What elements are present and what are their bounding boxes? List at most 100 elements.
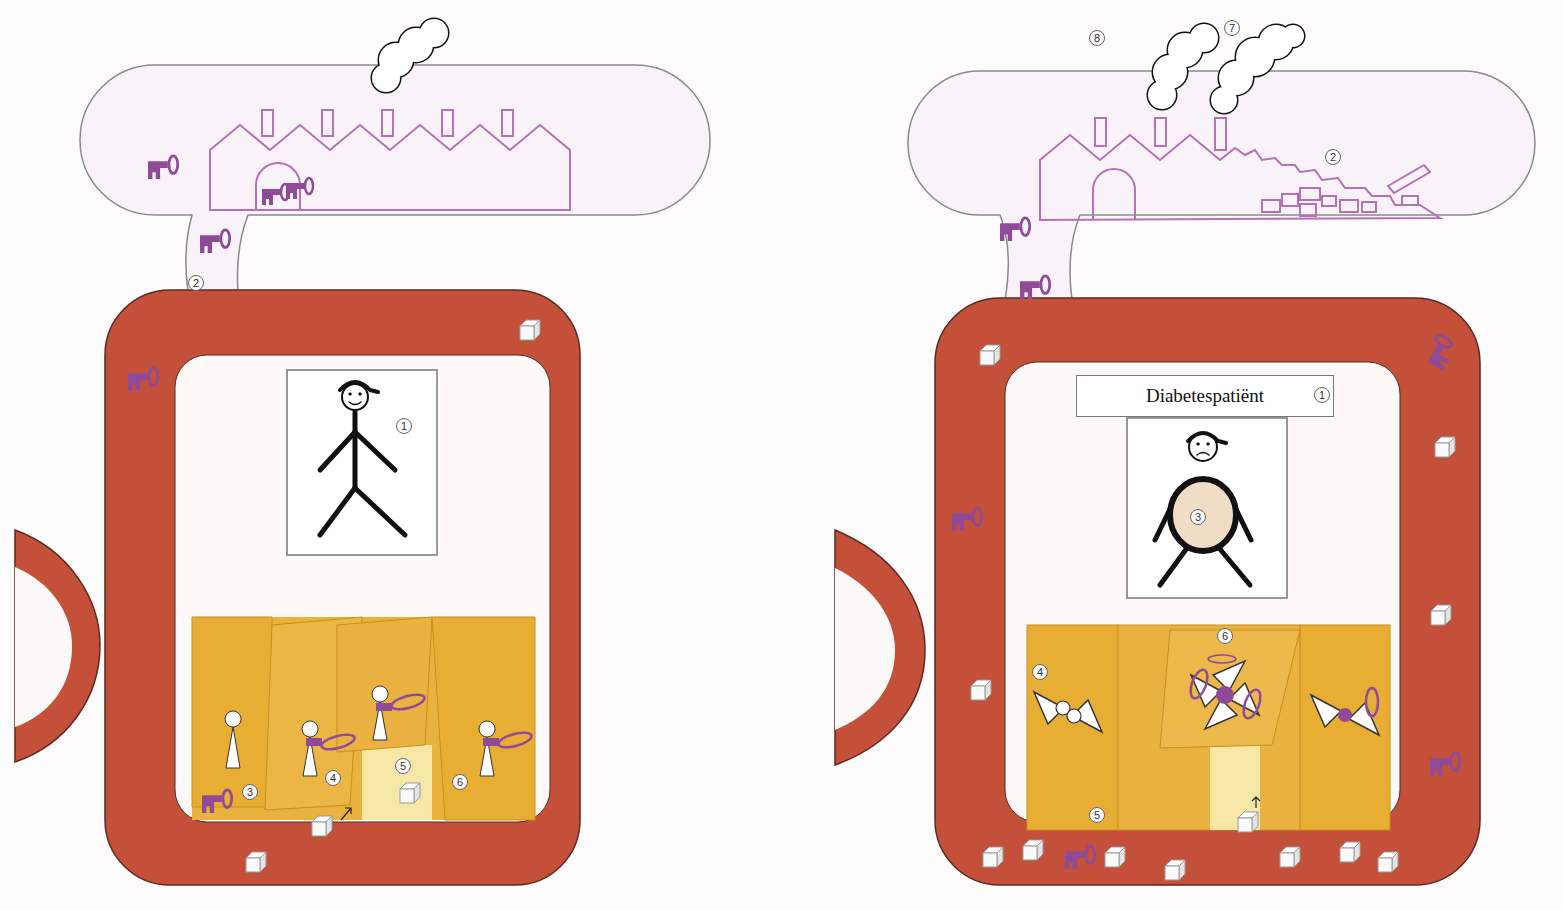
- factory-outline: [210, 125, 570, 210]
- rubble: [1300, 188, 1320, 200]
- key-body: [483, 738, 499, 746]
- insulin-key: [952, 508, 982, 531]
- insulin-key: [200, 230, 230, 253]
- key-bow: [497, 730, 533, 750]
- callout-number: 2: [188, 275, 204, 291]
- key-bow: [390, 692, 426, 712]
- person-frame: [287, 370, 437, 555]
- insulin-key: [148, 156, 178, 179]
- rubble: [1300, 204, 1316, 216]
- rubble: [1282, 194, 1298, 206]
- person-frame: [1127, 418, 1287, 598]
- keyhole: [479, 721, 495, 776]
- glucose-cube: [1435, 437, 1455, 457]
- callout-number: 2: [1325, 149, 1341, 165]
- ruined-factory: [1040, 118, 1440, 220]
- glucose-cube: [980, 345, 1000, 365]
- keyhole: [225, 711, 241, 768]
- channel-leaf: [337, 617, 432, 752]
- patient-label: Diabetespatiënt: [1146, 385, 1264, 408]
- glucose-cube: [971, 680, 991, 700]
- neighbour-cell-inside: [15, 567, 72, 727]
- channel-leaf: [432, 617, 535, 820]
- insulin-key: [286, 178, 313, 199]
- channel-leaf: [1300, 625, 1390, 830]
- factory: [210, 110, 570, 210]
- keyhole: [372, 686, 388, 740]
- glucose-cube: [520, 320, 540, 340]
- rubble: [1322, 196, 1336, 206]
- healthy-person: [320, 382, 405, 535]
- key-bow: [1366, 688, 1378, 716]
- channel-leaf: [1160, 630, 1300, 748]
- glucose-cube: [1340, 842, 1360, 862]
- bound-insulin: [1338, 708, 1352, 722]
- glucose-cube: [400, 783, 420, 803]
- factory-door: [1093, 169, 1135, 220]
- key-bow: [1240, 688, 1263, 721]
- rubble: [1402, 196, 1418, 205]
- chimney: [442, 110, 453, 136]
- callout-number: 5: [395, 758, 411, 774]
- callout-number: 1: [1314, 387, 1330, 403]
- cell-wall: [105, 290, 580, 885]
- chimney: [322, 110, 333, 136]
- glucose-arrow: [341, 808, 351, 820]
- receptor: [1205, 661, 1245, 729]
- glucose-cube: [246, 852, 266, 872]
- fallen-beam: [1388, 165, 1430, 193]
- chimney: [1155, 118, 1166, 146]
- rubble: [1362, 202, 1376, 212]
- insulin-key: [1000, 218, 1030, 241]
- halo: [1208, 655, 1236, 663]
- label-box: Diabetespatiënt: [1076, 375, 1334, 417]
- glucose-cube: [1023, 840, 1043, 860]
- callout-number: 3: [1190, 509, 1206, 525]
- open-channel: [362, 745, 432, 820]
- glucose-cube: [1431, 605, 1451, 625]
- key-bow: [1187, 668, 1210, 701]
- chimney: [262, 110, 273, 136]
- insulin-keys: [128, 156, 1460, 869]
- blocked-receptor-core: [1067, 709, 1081, 723]
- rubble: [1340, 200, 1358, 212]
- callout-number: 5: [1089, 807, 1105, 823]
- callout-number: 4: [325, 770, 341, 786]
- glucose-cube: [1105, 847, 1125, 867]
- key-bow: [320, 732, 356, 752]
- smoke-cloud: [1148, 24, 1304, 113]
- factory-outline: [1040, 135, 1440, 220]
- callout-number: 7: [1224, 20, 1240, 36]
- neighbour-cell-inside: [835, 568, 895, 730]
- neighbour-cell: [835, 530, 925, 765]
- callout-number: 6: [452, 774, 468, 790]
- cell-inside: [175, 355, 550, 822]
- membrane: [1027, 625, 1390, 830]
- insulin-key: [202, 790, 232, 813]
- glucose-arrow: [1252, 797, 1260, 808]
- insulin-key: [1423, 333, 1458, 370]
- key-body: [376, 703, 392, 711]
- insulin-key: [1065, 846, 1095, 869]
- glucose-cube: [312, 816, 332, 836]
- callout-number: 4: [1032, 664, 1048, 680]
- keyhole: [302, 721, 318, 776]
- insulin-key: [1430, 753, 1460, 776]
- glucose-cube: [1238, 812, 1258, 832]
- key-body: [306, 738, 322, 746]
- chimney: [1215, 118, 1226, 150]
- callout-number: 6: [1217, 628, 1233, 644]
- neighbour-cell: [15, 530, 100, 762]
- chimney: [1095, 118, 1106, 146]
- channel-leaf: [192, 617, 272, 807]
- glucose-cube: [1165, 860, 1185, 880]
- membrane-channels: [192, 617, 535, 820]
- receptor: [1034, 692, 1102, 732]
- bound-insulin: [1216, 686, 1234, 704]
- membrane-receptors: [1027, 625, 1390, 830]
- chimney: [382, 110, 393, 136]
- callout-number: 8: [1089, 30, 1105, 46]
